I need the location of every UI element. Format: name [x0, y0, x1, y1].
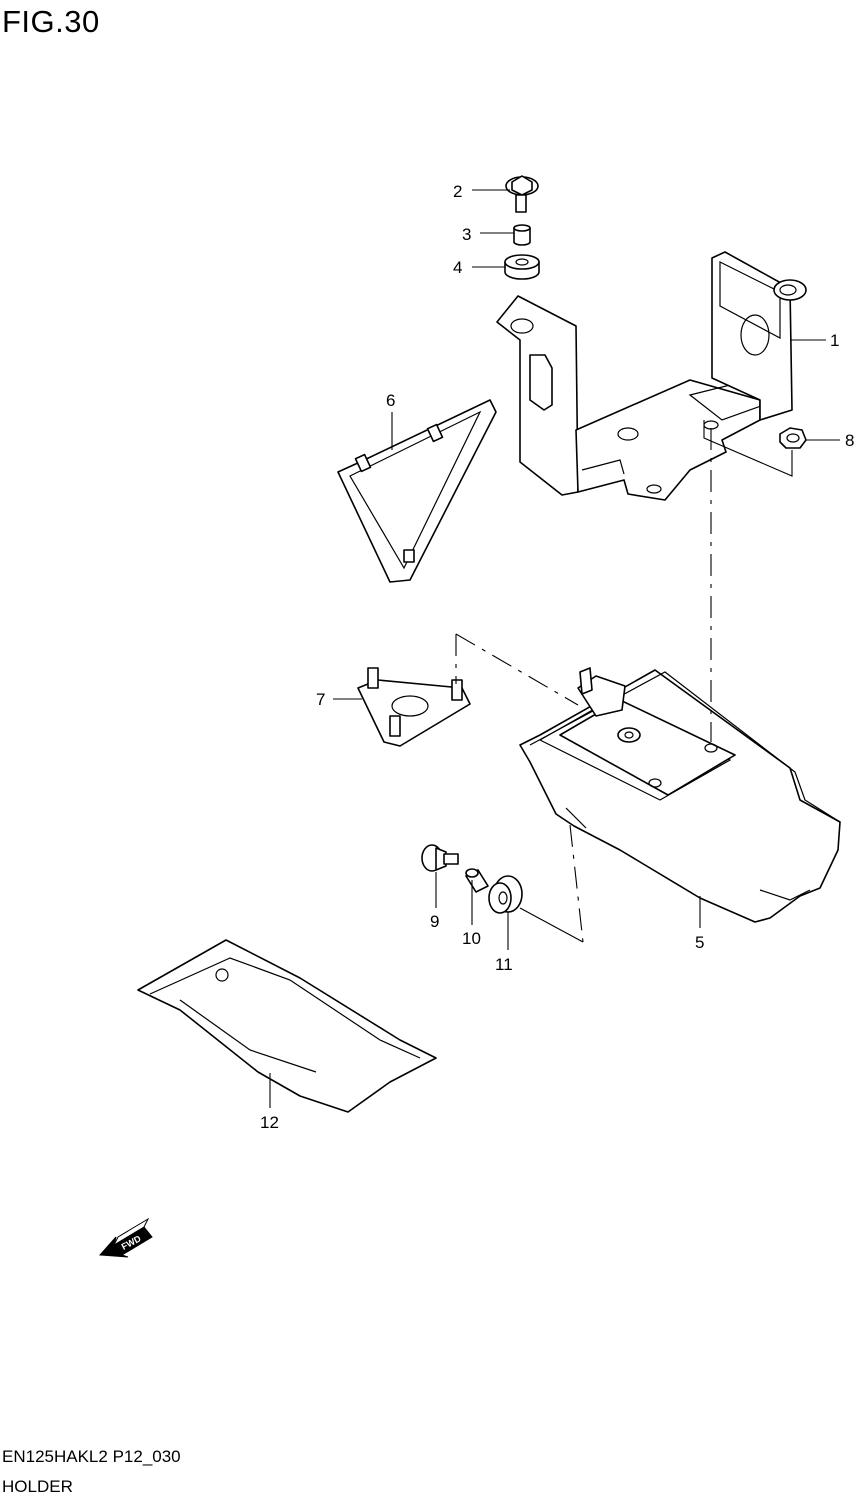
- plate-part-7: [357, 667, 471, 747]
- callout-1: 1: [830, 331, 839, 350]
- grommet-part-4: [504, 254, 540, 280]
- bolt-part-9: [421, 844, 459, 872]
- callout-5: 5: [695, 933, 704, 952]
- callout-12: 12: [260, 1113, 279, 1132]
- fwd-arrow-icon: FWD: [98, 1217, 153, 1258]
- callout-4: 4: [453, 258, 462, 277]
- pouch-part-12: [137, 939, 437, 1113]
- frame-part-6: [337, 399, 497, 583]
- collar-part-10: [465, 868, 489, 893]
- callout-2: 2: [453, 182, 462, 201]
- figure-title: FIG.30: [2, 4, 100, 39]
- callout-3: 3: [462, 225, 471, 244]
- nut-part-8: [779, 427, 807, 449]
- model-code: EN125HAKL2 P12_030: [2, 1447, 181, 1466]
- collar-part-3: [513, 224, 531, 246]
- leader-lines: [269, 189, 840, 1108]
- bracket-part-1: [496, 251, 807, 501]
- callout-6: 6: [386, 391, 395, 410]
- bolt-part-2: [505, 175, 539, 213]
- assembly-lines: [455, 420, 793, 943]
- figure-name: HOLDER: [2, 1477, 73, 1496]
- callout-9: 9: [430, 912, 439, 931]
- callout-10: 10: [462, 929, 481, 948]
- callout-labels: 1 2 3 4 5 6 7 8 9 10 11 12: [260, 182, 854, 1132]
- callout-7: 7: [316, 690, 325, 709]
- callout-8: 8: [845, 431, 854, 450]
- grommet-part-11: [488, 875, 523, 914]
- holder-part-5: [519, 667, 841, 923]
- callout-11: 11: [495, 955, 513, 974]
